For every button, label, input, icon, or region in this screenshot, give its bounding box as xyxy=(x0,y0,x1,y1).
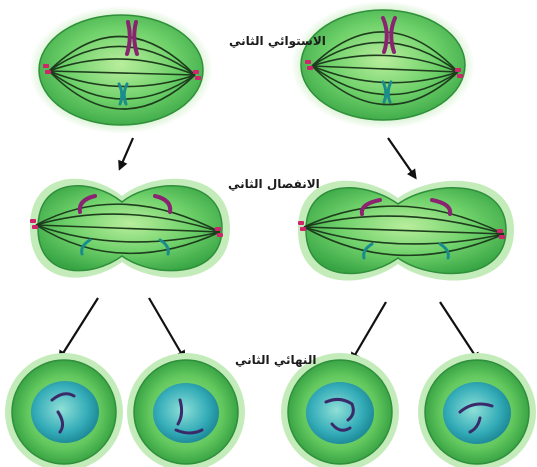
arrow-down-icon xyxy=(149,298,184,358)
nucleus xyxy=(31,381,99,443)
nucleus xyxy=(306,382,374,444)
arrow-down-icon xyxy=(60,298,98,358)
telophase-cell-4 xyxy=(418,353,536,467)
telophase-cell-3 xyxy=(281,353,399,467)
anaphase-cell-right xyxy=(298,181,514,281)
arrow-down-icon xyxy=(352,302,386,360)
arrow-down-icon xyxy=(120,138,133,168)
arrow-down-icon xyxy=(440,302,478,360)
metaphase-cell-left xyxy=(29,6,213,134)
metaphase-cell-right xyxy=(291,1,475,129)
telophase-cell-1 xyxy=(5,353,123,467)
label-anaphase-ii: الانفصال الثاني xyxy=(228,177,320,191)
anaphase-cell-left xyxy=(30,179,230,278)
telophase-cell-2 xyxy=(127,353,245,467)
arrow-down-icon xyxy=(388,138,415,177)
label-metaphase-ii: الاستوائي الثاني xyxy=(229,34,326,48)
nucleus xyxy=(443,382,511,444)
label-telophase-ii: النهائي الثاني xyxy=(235,353,316,367)
